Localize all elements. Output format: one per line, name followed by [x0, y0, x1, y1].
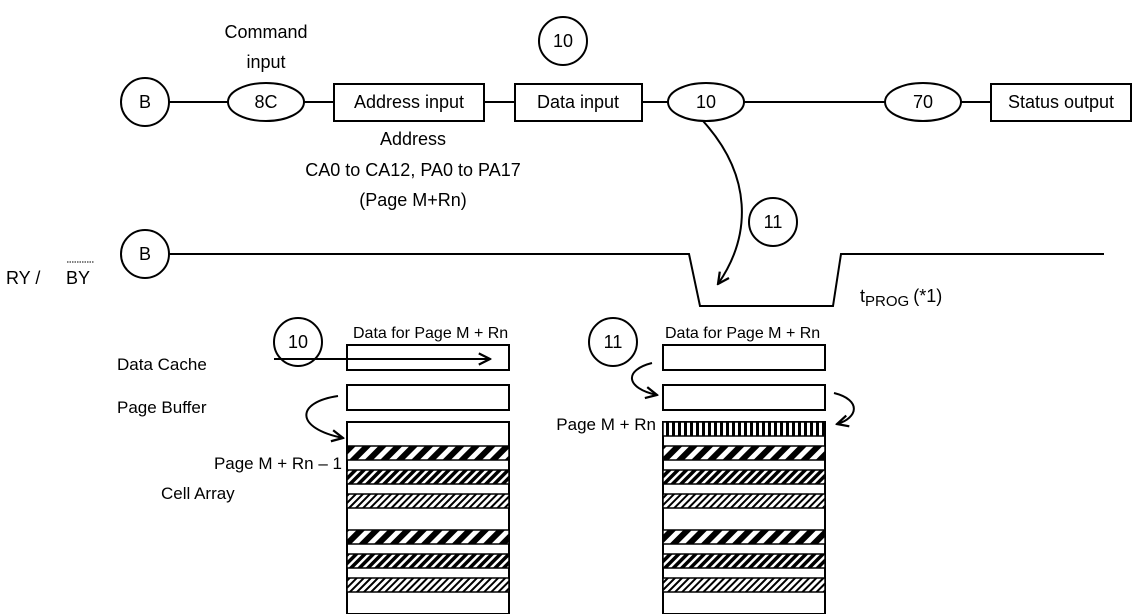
- ryby-waveform: RY / BY B tPROG(*1): [6, 229, 1104, 310]
- right-cell-page: [662, 445, 826, 461]
- connector-b-label: B: [139, 92, 151, 112]
- busy-arrow: [702, 120, 743, 284]
- left-buffer-arrow: [305, 395, 343, 438]
- left-page-buffer: [346, 384, 510, 411]
- command-caption-line2: input: [246, 52, 285, 72]
- status-output-box: [990, 83, 1132, 122]
- left-cell-page: [346, 493, 510, 509]
- cell-array-label: Cell Array: [161, 484, 235, 503]
- right-page-buffer: [662, 384, 826, 411]
- left-panel-header: Data for Page M + Rn: [353, 325, 508, 342]
- left-cell-page: [346, 577, 510, 593]
- right-panel-header: Data for Page M + Rn: [665, 325, 820, 342]
- left-step-10-label: 10: [288, 332, 308, 352]
- data-input-label: Data input: [537, 92, 619, 112]
- command-70-label: 70: [913, 92, 933, 112]
- left-cell-page: [346, 553, 510, 569]
- step-11-marker-label: 11: [764, 212, 783, 232]
- tprog-label: tPROG(*1): [860, 286, 942, 310]
- command-caption-line1: Command: [224, 22, 307, 42]
- address-input-label: Address input: [354, 92, 464, 112]
- command-10-label: 10: [696, 92, 716, 112]
- left-page-label: Page M + Rn – 1: [214, 454, 342, 473]
- page-buffer-label: Page Buffer: [117, 398, 207, 417]
- address-input-box: [333, 83, 485, 122]
- connector-b2-label: B: [139, 244, 151, 264]
- right-cell-page: [662, 469, 826, 485]
- right-page-label: Page M + Rn: [556, 415, 656, 434]
- data-input-box: [514, 83, 643, 122]
- status-output-label: Status output: [1008, 92, 1114, 112]
- step-10-marker-label: 10: [553, 31, 573, 51]
- command-8c-label: 8C: [254, 92, 277, 112]
- ryby-line: [169, 253, 1104, 307]
- data-cache-label: Data Cache: [117, 355, 207, 374]
- left-cell-page: [346, 445, 510, 461]
- right-cell-page: [662, 493, 826, 509]
- right-cell-page: [662, 529, 826, 545]
- ryby-signal-by: BY: [66, 268, 90, 288]
- left-cell-page: [346, 469, 510, 485]
- step-10-marker-circle: [538, 16, 588, 66]
- right-step-11-label: 11: [604, 332, 623, 352]
- left-cell-page: [346, 529, 510, 545]
- cache-to-buffer-arrow: [631, 362, 657, 395]
- right-data-cache: [662, 344, 826, 371]
- address-caption: Address: [380, 129, 446, 149]
- right-step-11-circle: [588, 317, 638, 367]
- right-cell-page: [662, 553, 826, 569]
- left-memory-panel: Data for Page M + Rn 10 Data Cache Page …: [117, 317, 510, 614]
- command-flow: Command input B 8C Address input Data in…: [120, 16, 1132, 284]
- left-step-10-circle: [273, 317, 323, 367]
- address-range: CA0 to CA12, PA0 to PA17: [305, 160, 520, 180]
- right-cell-page: [662, 577, 826, 593]
- buffer-to-page-arrow: [833, 392, 855, 424]
- step-11-marker-circle: [748, 197, 798, 247]
- left-data-cache: [346, 344, 510, 371]
- address-page: (Page M+Rn): [359, 190, 467, 210]
- right-cell-page-programmed: [662, 421, 826, 437]
- right-memory-panel: Data for Page M + Rn 11 Page M + Rn: [556, 317, 855, 614]
- ryby-signal-ry: RY /: [6, 268, 40, 288]
